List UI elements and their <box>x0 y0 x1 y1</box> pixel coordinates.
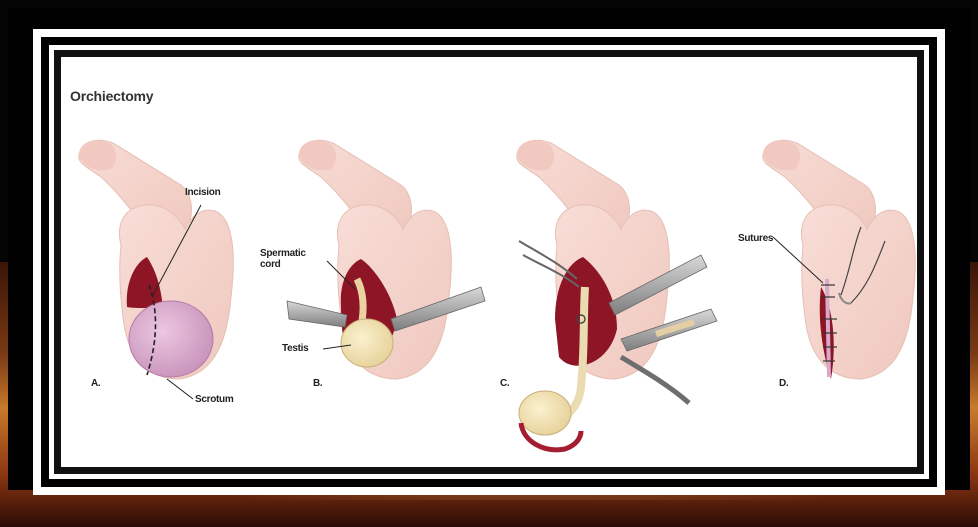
label-scrotum: Scrotum <box>195 394 233 405</box>
panel-letter-d: D. <box>779 378 788 389</box>
panel-letter-c: C. <box>500 378 509 389</box>
orchiectomy-illustration <box>61 57 917 467</box>
label-testis: Testis <box>282 343 308 354</box>
label-incision: Incision <box>185 187 220 198</box>
panel-d <box>763 140 916 379</box>
panel-a <box>79 140 234 399</box>
label-spermatic-cord: Spermatic cord <box>260 248 320 270</box>
panel-d-scrotum-body <box>801 205 915 379</box>
illustration-panel: Orchiectomy <box>61 57 917 467</box>
panel-c <box>517 140 717 449</box>
panel-a-exposed-scrotum <box>129 301 213 377</box>
label-sutures: Sutures <box>738 233 773 244</box>
panel-c-removed-testis <box>519 391 571 435</box>
panel-letter-b: B. <box>313 378 322 389</box>
panel-letter-a: A. <box>91 378 100 389</box>
panel-b-testis <box>341 319 393 367</box>
panel-c-forceps <box>621 357 689 403</box>
panel-d-suture-line <box>827 279 829 377</box>
panel-b-retractor-left <box>287 301 347 327</box>
panel-a-scrotum-pointer <box>167 379 193 399</box>
